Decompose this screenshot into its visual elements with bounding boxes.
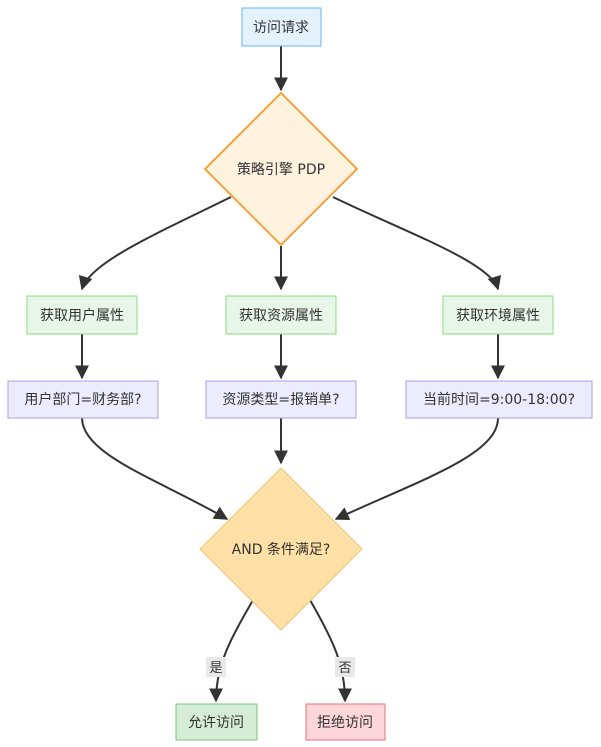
node-allow: 允许访问 — [175, 703, 258, 741]
edges — [75, 46, 505, 703]
node-request-label: 访问请求 — [253, 20, 309, 36]
node-get-user: 获取用户属性 — [26, 295, 138, 335]
edge-check-user-and — [81, 417, 229, 520]
node-and-check-label: AND 条件满足? — [232, 541, 331, 558]
edge-engine-get-env — [332, 196, 502, 291]
node-get-resource: 获取资源属性 — [225, 295, 337, 335]
node-check-user-label: 用户部门=财务部? — [24, 391, 141, 408]
node-check-user: 用户部门=财务部? — [7, 380, 159, 419]
node-request: 访问请求 — [241, 7, 322, 47]
node-check-resource-label: 资源类型=报销单? — [222, 392, 339, 408]
edge-label-no: 否 — [335, 657, 355, 677]
node-deny: 拒绝访问 — [305, 703, 386, 741]
edge-and-deny — [309, 599, 352, 703]
edge-label-no-text: 否 — [338, 661, 351, 676]
node-get-user-label: 获取用户属性 — [40, 307, 124, 324]
edge-and-allow — [209, 599, 254, 703]
edge-label-yes-text: 是 — [209, 661, 222, 676]
node-allow-label: 允许访问 — [188, 715, 244, 731]
node-engine: 策略引擎 PDP — [203, 91, 359, 247]
edge-engine-get-user — [78, 196, 232, 291]
node-get-resource-label: 获取资源属性 — [239, 308, 323, 324]
node-get-env: 获取环境属性 — [442, 295, 554, 335]
node-get-env-label: 获取环境属性 — [456, 308, 540, 324]
node-check-env: 当前时间=9:00-18:00? — [405, 380, 593, 419]
node-check-resource: 资源类型=报销单? — [205, 380, 357, 419]
edge-label-yes: 是 — [206, 657, 226, 677]
node-engine-label: 策略引擎 PDP — [237, 161, 325, 178]
node-and-check: AND 条件满足? — [199, 467, 363, 631]
node-check-env-label: 当前时间=9:00-18:00? — [423, 391, 575, 408]
node-deny-label: 拒绝访问 — [317, 715, 373, 731]
edge-check-env-and — [334, 417, 499, 521]
